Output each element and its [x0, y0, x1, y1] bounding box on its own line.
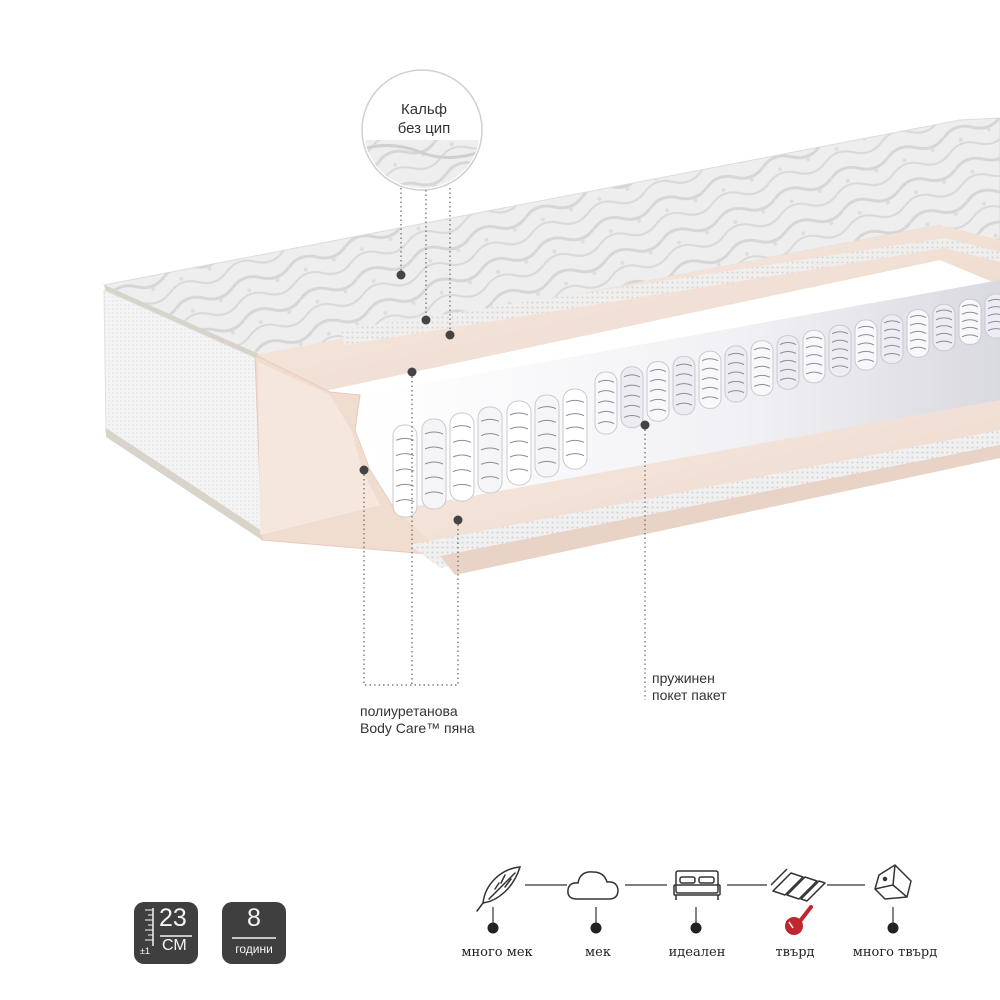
cover-label: Кальф без цип: [374, 100, 474, 138]
spring-coil: [776, 335, 800, 390]
spring-coil: [421, 418, 447, 510]
scale-label-firm: твърд: [775, 945, 815, 960]
spring-coil: [646, 361, 670, 422]
spring-coil: [880, 314, 904, 365]
callout-dot: [396, 270, 406, 280]
bottom-foam-layer: [395, 400, 1000, 555]
callout-dot: [421, 315, 431, 325]
spring-coil: [750, 340, 774, 397]
spring-coil: [534, 394, 560, 478]
firmness-scale: [476, 864, 912, 935]
callout-dot: [445, 330, 455, 340]
spring-coil: [477, 406, 503, 494]
bottom-base: [440, 445, 1000, 575]
height-badge: 23 СМ ±1: [134, 902, 198, 964]
warranty-badge: 8 години: [222, 902, 286, 964]
spring-label-line: пружинен: [652, 670, 715, 686]
spring-coil: [958, 298, 982, 345]
scale-stems: [492, 907, 894, 925]
callout-dot: [359, 465, 369, 475]
cloud-icon: [567, 871, 619, 900]
scale-label-soft: мек: [585, 945, 611, 960]
scale-dot: [590, 922, 602, 934]
top-mesh-layer: [340, 238, 1000, 345]
spring-coils-front: [392, 388, 588, 518]
spring-label-line: покет пакет: [652, 687, 727, 703]
spring-coil: [984, 293, 1000, 339]
scale-label-ideal: идеален: [668, 945, 726, 960]
cover-label-line: без цип: [397, 120, 451, 137]
mattress-bottom-edge: [106, 428, 262, 540]
scale-label-very-soft: много мек: [461, 945, 533, 960]
divider: [160, 935, 192, 937]
foam-frame-inner: [258, 362, 380, 535]
scale-dot: [690, 922, 702, 934]
cover-label-line: Кальф: [401, 101, 447, 118]
cover-detail-circle: [361, 69, 483, 191]
spring-coil: [854, 319, 878, 371]
height-tolerance: ±1: [140, 946, 150, 956]
foam-label: полиуретанова Body Care™ пяна: [360, 703, 475, 737]
spring-coil: [672, 355, 696, 416]
callout-dots: [359, 270, 650, 525]
callout-dot: [453, 515, 463, 525]
spring-label: пружинен покет пакет: [652, 670, 727, 704]
rock-icon: [874, 864, 912, 900]
scale-dot: [487, 922, 499, 934]
spring-coil: [620, 366, 644, 429]
ruler-icon: [145, 908, 154, 946]
spring-coil: [906, 309, 930, 358]
spring-coil: [594, 371, 618, 435]
spring-coil: [932, 303, 956, 352]
spring-coil: [506, 400, 532, 486]
callout-dot: [640, 420, 650, 430]
warranty-value: 8: [247, 904, 261, 932]
spring-coil: [698, 350, 722, 409]
leader-lines: [363, 188, 646, 700]
spring-coils-back: [594, 293, 1000, 435]
spring-coil: [828, 324, 852, 377]
selected-check-icon: [785, 905, 813, 935]
feather-icon: [476, 866, 522, 912]
foam-label-line: полиуретанова: [360, 703, 458, 719]
height-value: 23: [159, 904, 187, 932]
spring-coil: [724, 345, 748, 403]
planks-icon: [770, 868, 826, 902]
spring-coil: [562, 388, 588, 470]
warranty-unit: години: [235, 942, 273, 956]
spring-coil: [449, 412, 475, 502]
scale-label-very-firm: много твърд: [852, 945, 938, 960]
scale-dot: [887, 922, 899, 934]
height-unit: СМ: [162, 937, 187, 954]
callout-dot: [407, 367, 417, 377]
bed-icon: [673, 870, 721, 900]
foam-label-line: Body Care™ пяна: [360, 720, 475, 736]
spring-coil: [802, 329, 826, 384]
divider: [232, 937, 276, 939]
scale-dots: [487, 922, 899, 934]
spring-coil: [392, 424, 418, 518]
